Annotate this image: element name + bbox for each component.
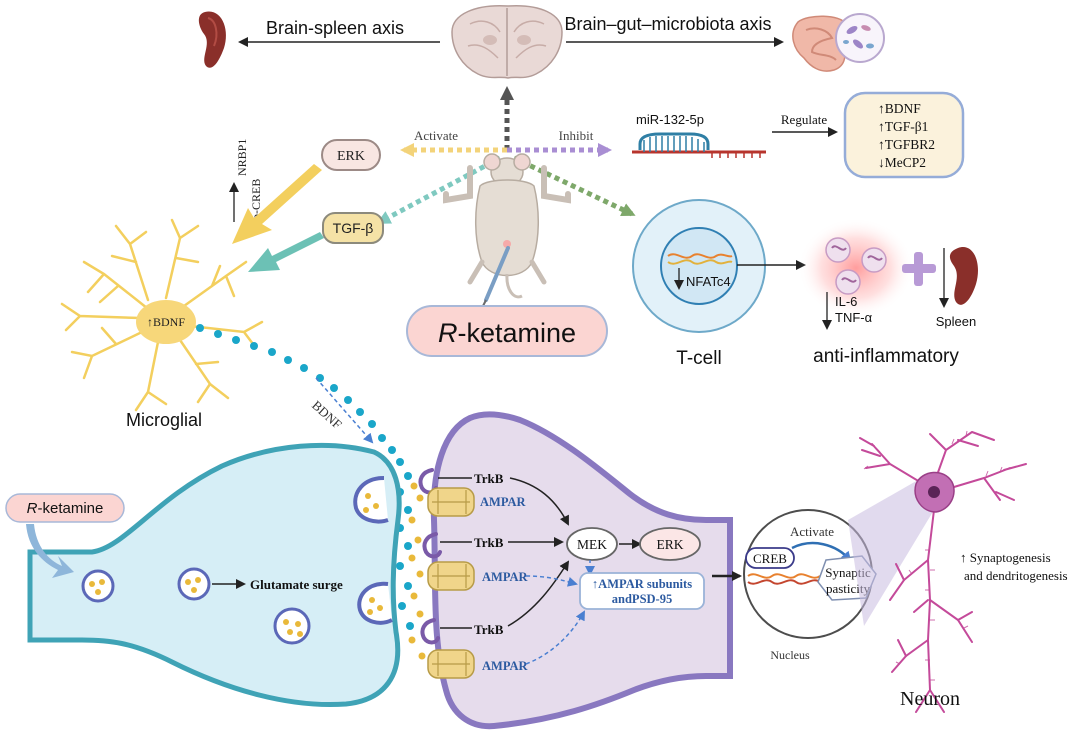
r-ketamine-center-prefix: R [438,318,458,348]
r-ketamine-left-pill [5,493,125,523]
neuron-effect-line1: ↑ Synaptogenesis [960,550,1051,565]
r-ketamine-left-text: R-ketamine [27,500,104,517]
glutamate-cleft-dots [408,482,426,660]
trkb-label-2: TrkB [474,535,504,550]
postsynaptic-terminal [430,411,733,730]
tcell-nucleus [660,227,738,305]
r-ketamine-center-text: R-ketamine [438,318,576,348]
nucleus-label: Nucleus [770,648,810,662]
r-ketamine-left-prefix: R [27,500,38,517]
target-tgfb1: ↑TGF-β1 [878,119,928,134]
microglia-cell-icon [60,218,264,412]
ampar-subunits-box [579,572,705,610]
r-ketamine-center-suffix: -ketamine [457,318,576,348]
neuron-icon [859,431,1027,713]
brain-spleen-axis-label: Brain-spleen axis [266,18,404,38]
nucleus-activate-label: Activate [790,524,834,539]
r-ketamine-center-pill [406,305,608,357]
tnf-label: TNF-α [835,310,873,325]
spleen-top-icon [198,11,226,68]
trkb-label-3: TrkB [474,622,504,637]
regulated-targets-box [843,91,965,179]
gut-icon [792,13,885,72]
zoom-wedge [848,480,940,626]
tgfb-label: TGF-β [333,220,374,236]
mek-label: MEK [577,537,607,552]
trkb-label-1: TrkB [474,471,504,486]
r-ketamine-left-suffix: -ketamine [37,500,103,517]
regulate-label: Regulate [781,112,827,127]
anti-inflammatory-label: anti-inflammatory [813,346,959,367]
neuron-label: Neuron [900,688,960,710]
glutamate-surge-label: Glutamate surge [250,577,343,592]
nucleus-dna-icon [747,573,821,585]
il6-label: IL-6 [835,294,857,309]
tcell-label: T-cell [676,348,721,369]
r-ketamine-entry-arrow [26,524,74,578]
ampar-label-3: AMPAR [482,659,529,673]
tgfb-to-microglia-arrow [248,232,324,272]
inhibit-label: Inhibit [559,128,594,143]
target-bdnf: ↑BDNF [878,101,921,116]
neuron-spines [863,430,1003,681]
brain-icon [451,5,563,79]
erk-to-microglia-arrow [232,164,322,244]
nrbp1-label: NRBP1 [235,139,249,176]
immune-cells-icon [825,237,887,295]
ampar-channels [427,487,475,679]
dna-icon [667,253,733,265]
erk-label: ERK [337,149,365,164]
creb-label: CREB [753,551,787,566]
erk-synapse-label: ERK [657,537,684,552]
neuron-nucleus [928,486,940,498]
activate-label: Activate [414,128,458,143]
brain-gut-axis-label: Brain–gut–microbiota axis [564,14,771,34]
nfatc4-label: NFATc4 [686,274,731,289]
microglial-label: Microglial [126,410,202,430]
bdnf-flow-label: BDNF [309,397,345,431]
mouse-icon [443,153,571,313]
mek-pill [566,527,618,561]
spleen-label: Spleen [936,314,976,329]
target-mecp2: ↓MeCP2 [878,155,926,170]
ampar-subunits-line2: andPSD-95 [612,592,672,606]
creb-pill [745,547,795,569]
tgfb-pill [322,212,384,244]
erk-pill [321,139,381,171]
mirna-label: miR-132-5p [636,112,704,127]
microglia-body [136,300,196,344]
mirna-hairpin-icon [632,132,766,158]
target-tgfbr2: ↑TGFBR2 [878,137,935,152]
erk-synapse-pill [639,527,701,561]
plus-icon [902,252,936,286]
vesicles [81,476,393,645]
ampar-subunits-line1: ↑AMPAR subunits [592,577,692,591]
pcreb-label: p-CREB [249,179,263,220]
microglia-bdnf-label: ↑BDNF [147,315,185,329]
ampar-label-1: AMPAR [480,495,527,509]
spleen-right-icon [949,246,978,305]
ampar-label-2: AMPAR [482,570,529,584]
presynaptic-terminal [27,442,402,708]
neuron-effect-line2: and dendritogenesis [964,568,1068,583]
